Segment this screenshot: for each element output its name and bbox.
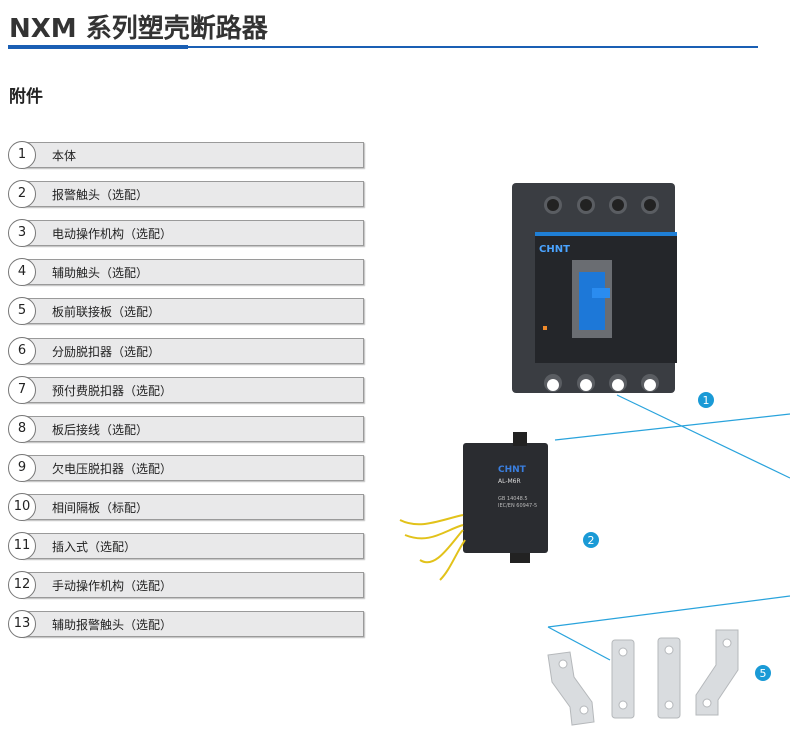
item-number: 10 [8, 492, 36, 521]
item-bar [22, 220, 364, 247]
svg-text:1: 1 [703, 394, 710, 407]
item-bar [22, 142, 364, 168]
item-bar [22, 533, 364, 559]
list-item: 8 板后接线（选配） [8, 414, 364, 443]
page-title: NXM 系列塑壳断路器 [9, 14, 268, 44]
list-item: 4 辅助触头（选配） [8, 258, 364, 287]
title-divider-accent [8, 45, 188, 49]
list-item: 13 辅助报警触头（选配） [8, 610, 364, 639]
list-item: 3 电动操作机构（选配） [8, 219, 364, 248]
item-bar [22, 572, 364, 599]
connection-plates-image [547, 629, 739, 726]
item-bar [22, 337, 364, 364]
list-item: 12 手动操作机构（选配） [8, 571, 364, 600]
breaker-body-image: CHNT [512, 183, 677, 393]
item-label: 辅助触头（选配） [52, 266, 149, 281]
item-number: 4 [8, 258, 36, 287]
item-label: 预付费脱扣器（选配） [52, 383, 173, 398]
item-label: 相间隔板（标配） [52, 500, 149, 515]
list-item: 10 相间隔板（标配） [8, 492, 364, 521]
svg-text:5: 5 [760, 667, 767, 680]
list-item: 11 插入式（选配） [8, 532, 364, 560]
svg-text:GB 14048.5: GB 14048.5 [498, 496, 528, 502]
item-number: 11 [8, 532, 36, 560]
item-number: 5 [8, 297, 36, 326]
svg-text:AL-M6R: AL-M6R [498, 478, 521, 485]
svg-text:CHNT: CHNT [498, 465, 527, 475]
item-label: 本体 [52, 149, 77, 163]
item-number: 13 [8, 610, 36, 639]
list-item: 2 报警触头（选配） [8, 180, 364, 209]
item-label: 辅助报警触头（选配） [52, 618, 173, 633]
item-number: 2 [8, 180, 36, 209]
item-label: 电动操作机构（选配） [52, 227, 173, 242]
svg-text:2: 2 [588, 534, 595, 547]
callout-1: 1 [698, 392, 714, 408]
list-item: 5 板前联接板（选配） [8, 297, 364, 326]
item-bar [22, 376, 364, 403]
item-number: 8 [8, 414, 36, 443]
item-label: 板前联接板（选配） [52, 305, 161, 320]
item-bar [22, 493, 364, 520]
item-bar [22, 298, 364, 325]
item-label: 分励脱扣器（选配） [52, 344, 161, 359]
list-item: 9 欠电压脱扣器（选配） [8, 453, 364, 482]
item-label: 欠电压脱扣器（选配） [52, 461, 173, 476]
item-bar [22, 415, 364, 442]
list-item: 6 分励脱扣器（选配） [8, 336, 364, 365]
title-divider [8, 46, 758, 48]
item-label: 报警触头（选配） [52, 188, 149, 203]
item-number: 12 [8, 571, 36, 600]
item-number: 6 [8, 336, 36, 365]
item-bar [22, 181, 364, 208]
item-number: 1 [8, 141, 36, 169]
item-bar [22, 611, 364, 638]
item-bar [22, 259, 364, 286]
item-number: 9 [8, 453, 36, 482]
item-number: 7 [8, 375, 36, 404]
item-label: 插入式（选配） [52, 540, 137, 554]
item-number: 3 [8, 219, 36, 248]
callout-2: 2 [583, 532, 599, 548]
section-heading: 附件 [9, 87, 43, 107]
guide-lines [547, 394, 790, 661]
alarm-contact-image: CHNT AL-M6R GB 14048.5 IEC/EN 60947-5 [399, 432, 548, 581]
list-item: 1 本体 [8, 141, 364, 169]
svg-text:IEC/EN 60947-5: IEC/EN 60947-5 [498, 503, 537, 509]
item-label: 板后接线（选配） [52, 422, 149, 437]
callout-5: 5 [755, 665, 771, 681]
item-label: 手动操作机构（选配） [52, 579, 173, 594]
list-item: 7 预付费脱扣器（选配） [8, 375, 364, 404]
brand-logo: CHNT [539, 244, 570, 255]
